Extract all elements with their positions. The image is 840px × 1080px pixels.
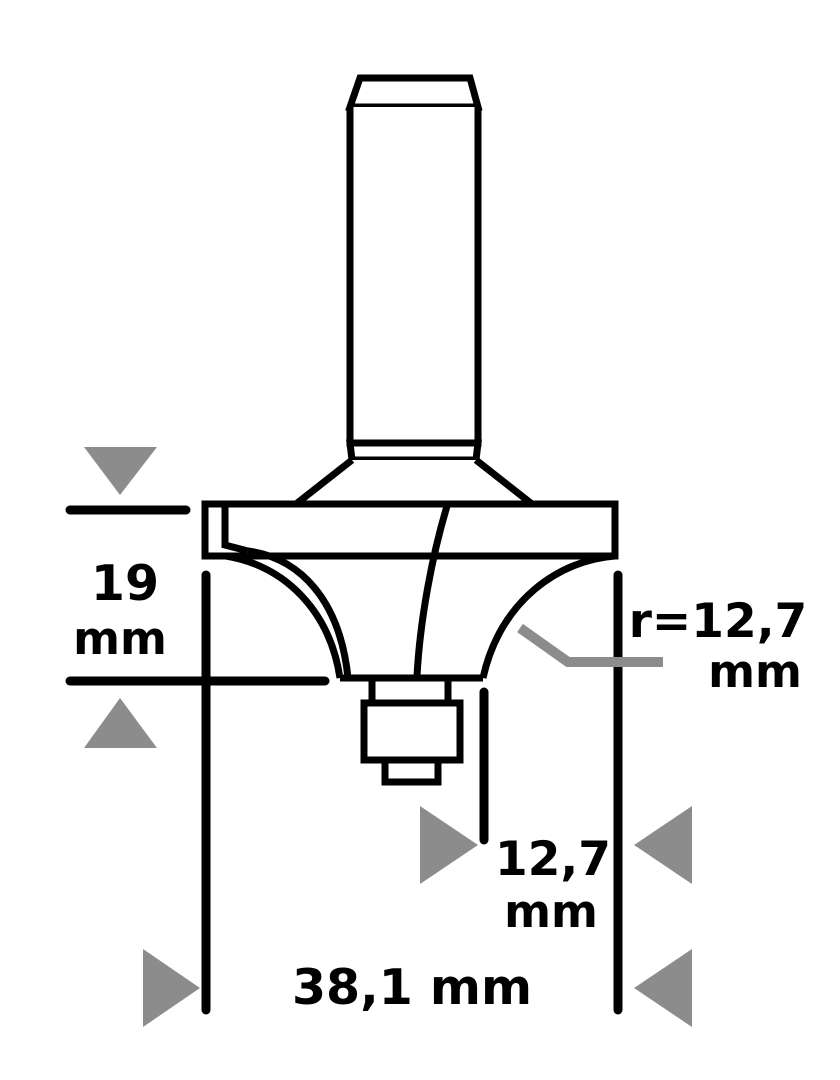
width-arrow-left bbox=[634, 949, 692, 1027]
bearing-arrow-left bbox=[634, 806, 692, 884]
height-arrow-down bbox=[84, 447, 157, 495]
flute-edge-line bbox=[413, 504, 451, 677]
neck-collar-shape bbox=[346, 439, 482, 464]
height-unit-label: mm bbox=[73, 612, 167, 665]
radius-leader bbox=[517, 623, 663, 667]
cutter-taper-shape bbox=[285, 457, 543, 508]
dimension-arrows bbox=[84, 447, 692, 1027]
shank-chamfer bbox=[345, 74, 483, 111]
right-cutting-arc-line bbox=[479, 552, 616, 679]
height-arrow-up bbox=[84, 698, 157, 748]
dimension-labels: 19 mm r=12,7 mm 12,7 mm 38,1 mm bbox=[73, 555, 807, 1016]
cutter-body bbox=[201, 500, 619, 560]
cutter-taper bbox=[285, 457, 543, 508]
bearing-arrow-right bbox=[420, 806, 478, 884]
shank-shaft bbox=[346, 107, 482, 447]
radius-leader-line bbox=[517, 623, 663, 667]
left-cutting-arc-inner bbox=[225, 552, 344, 679]
radius-value-label: r=12,7 bbox=[629, 594, 808, 649]
width-value-label: 38,1 mm bbox=[292, 959, 532, 1016]
left-cutting-arc bbox=[225, 547, 352, 679]
bearing-unit-label: mm bbox=[504, 885, 598, 938]
height-value-label: 19 bbox=[91, 555, 159, 612]
shank-shaft-shape bbox=[346, 107, 482, 447]
width-arrow-right bbox=[143, 949, 200, 1027]
bearing-block bbox=[360, 699, 464, 764]
left-cutting-arc-outer bbox=[247, 547, 352, 679]
bearing-screw-stub bbox=[381, 756, 442, 786]
left-shoulder-notch bbox=[221, 507, 249, 555]
router-bit-illustration bbox=[201, 74, 619, 786]
shank-chamfer-shape bbox=[345, 74, 483, 111]
dimension-lines bbox=[65, 505, 623, 1015]
bearing-value-label: 12,7 bbox=[495, 832, 611, 887]
left-notch-line bbox=[221, 507, 249, 555]
cutter-flute-line bbox=[413, 504, 451, 677]
shank-neck-collar bbox=[346, 439, 482, 464]
radius-unit-label: mm bbox=[708, 645, 802, 698]
bearing-neck bbox=[368, 674, 452, 707]
right-cutting-arc bbox=[479, 552, 616, 679]
guide-bearing-assembly bbox=[360, 674, 464, 786]
cutter-body-band bbox=[201, 500, 619, 560]
